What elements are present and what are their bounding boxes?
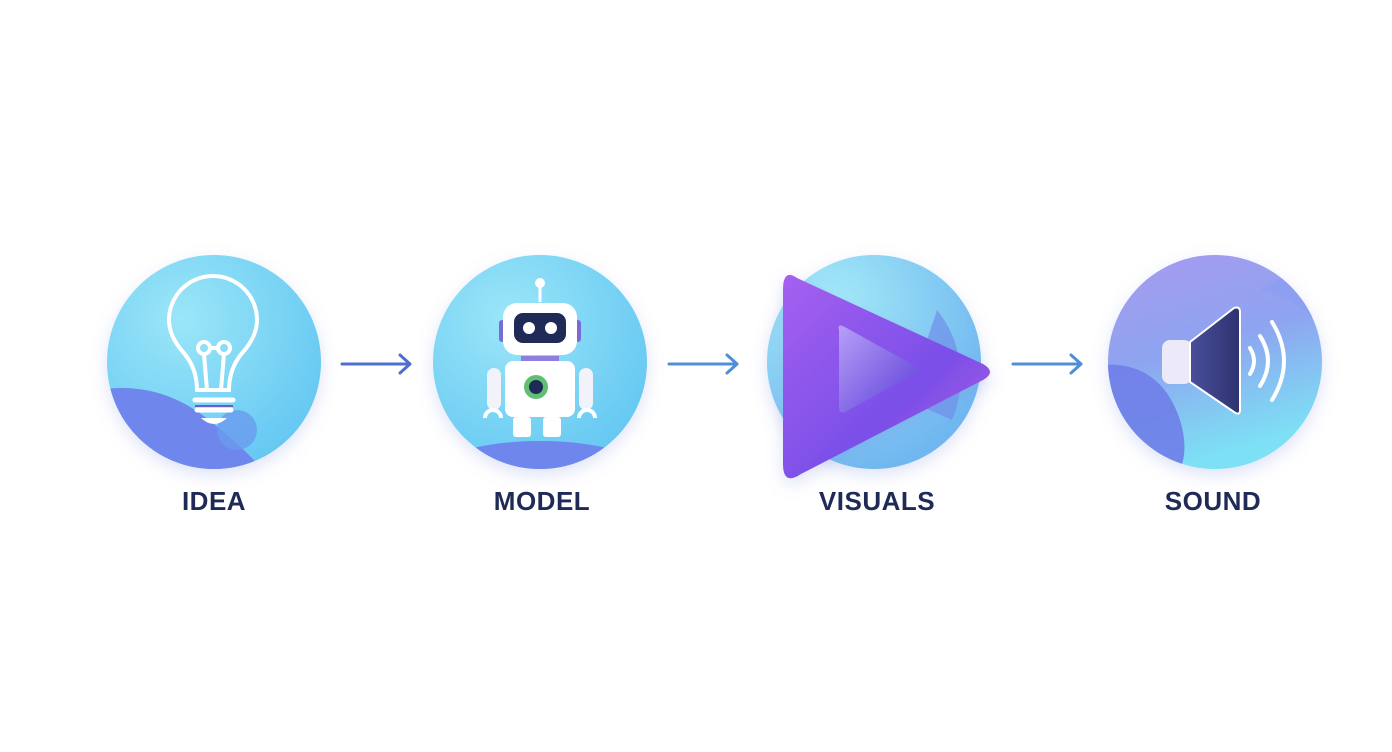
step-label-idea: IDEA <box>181 486 247 516</box>
arrow-icon <box>340 353 412 375</box>
play-icon <box>767 255 990 479</box>
robot-icon <box>433 255 647 469</box>
model-node <box>425 250 655 480</box>
step-label-visuals: VISUALS <box>818 486 936 516</box>
speaker-icon <box>1108 255 1322 469</box>
arrow-icon <box>1011 353 1083 375</box>
sound-node <box>1100 250 1330 480</box>
step-label-sound: SOUND <box>1164 486 1262 516</box>
lightbulb-icon <box>107 255 321 469</box>
step-label-model: MODEL <box>493 486 591 516</box>
visuals-node <box>757 250 990 480</box>
arrow-icon <box>667 353 739 375</box>
idea-node <box>99 250 329 480</box>
